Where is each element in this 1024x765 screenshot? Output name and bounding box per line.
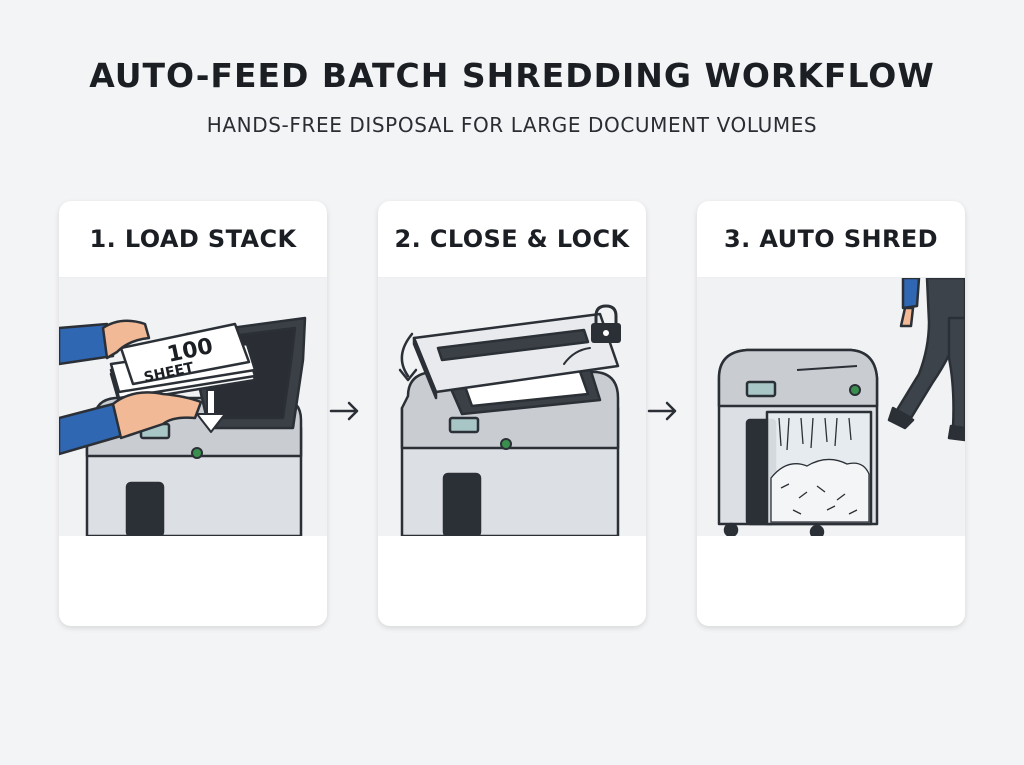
step-title: 3. AUTO SHRED xyxy=(697,201,965,278)
illustration-auto-shred xyxy=(697,278,965,536)
rotate-arrow-icon xyxy=(400,332,414,378)
person-walking xyxy=(887,278,965,442)
arrow-right-icon xyxy=(647,401,677,421)
step-title: 1. LOAD STACK xyxy=(59,201,327,278)
step-card-load-stack: 1. LOAD STACK 100 SHEET xyxy=(59,201,327,626)
paper-stack xyxy=(109,322,257,404)
arrow-right-icon xyxy=(329,401,359,421)
hands xyxy=(59,319,203,456)
status-light xyxy=(500,438,512,450)
shredded-paper xyxy=(770,417,870,523)
step-title: 2. CLOSE & LOCK xyxy=(378,201,646,278)
arrow-down-icon xyxy=(196,389,226,433)
page-subtitle: HANDS-FREE DISPOSAL FOR LARGE DOCUMENT V… xyxy=(206,113,818,137)
shredder-illustration xyxy=(85,316,307,536)
step-card-auto-shred: 3. AUTO SHRED xyxy=(697,201,965,626)
page-title: AUTO-FEED BATCH SHREDDING WORKFLOW xyxy=(89,56,935,95)
illustration-close-lock xyxy=(378,278,646,536)
shredder-illustration xyxy=(400,312,620,536)
lock-icon xyxy=(591,304,621,343)
step-card-close-lock: 2. CLOSE & LOCK xyxy=(378,201,646,626)
status-light xyxy=(191,447,203,459)
illustration-load-stack: 100 SHEET xyxy=(59,278,327,536)
status-light xyxy=(849,384,861,396)
